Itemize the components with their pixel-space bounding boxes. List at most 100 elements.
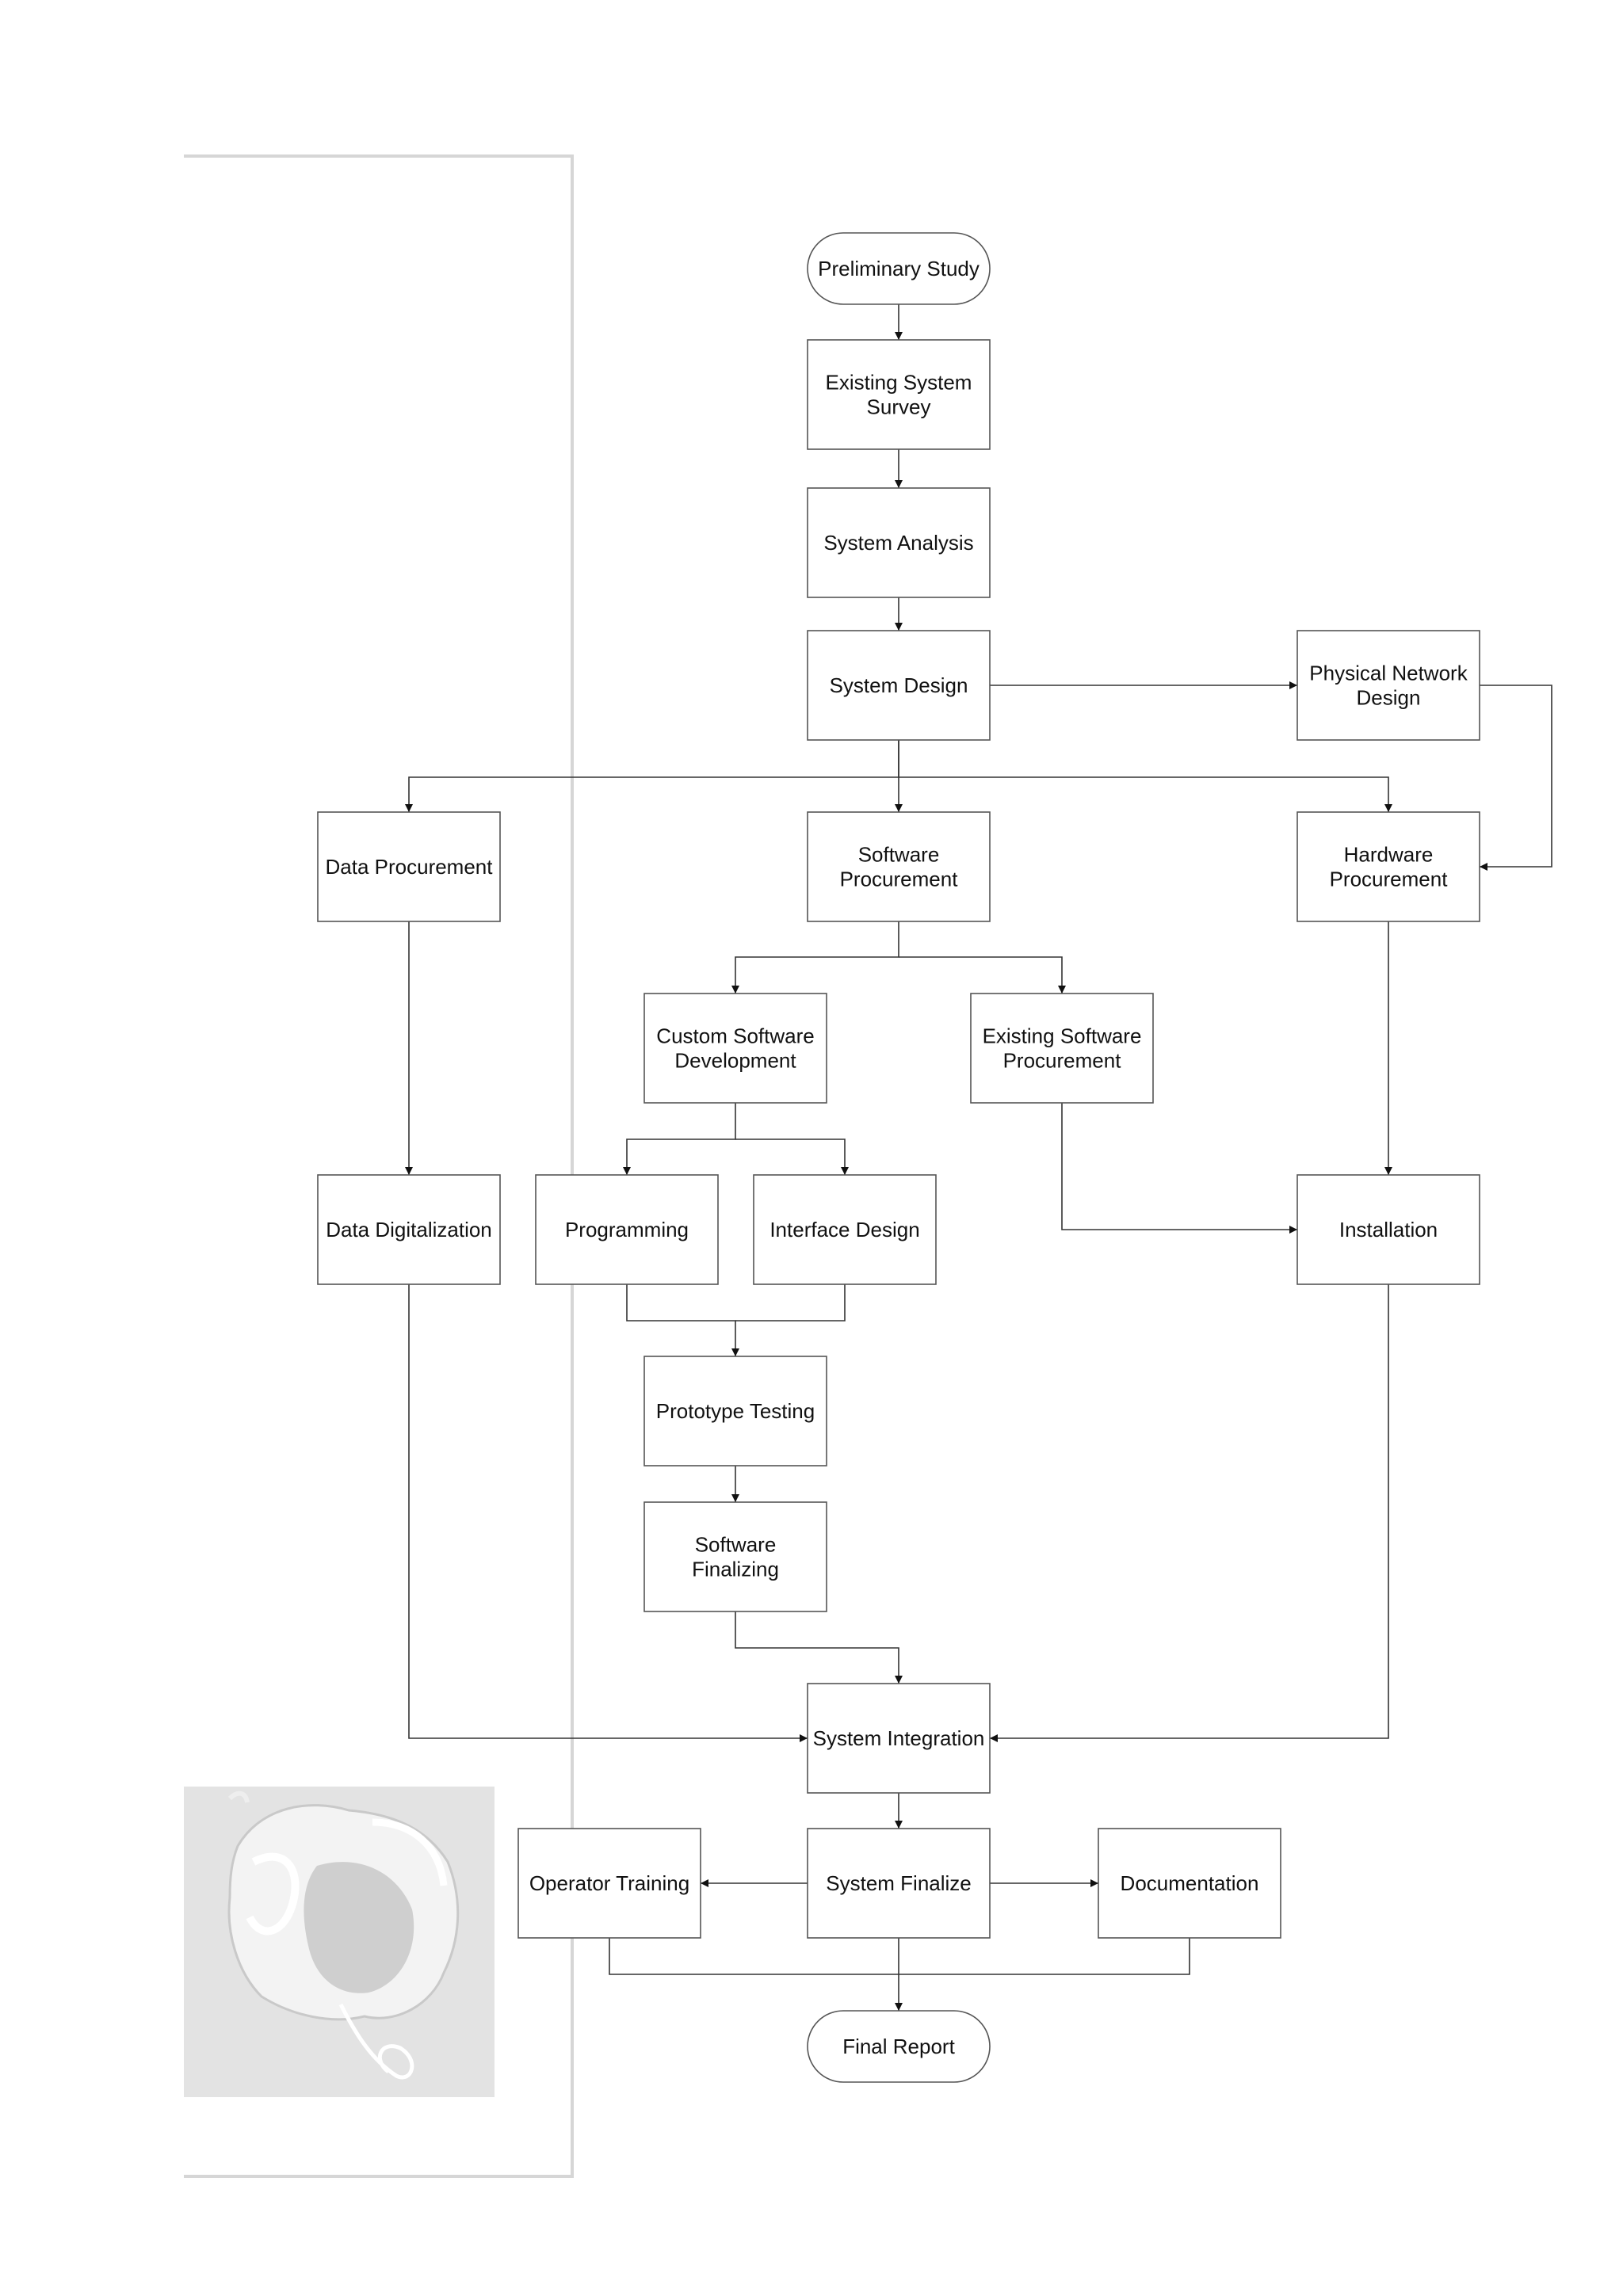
process-box: [535, 1174, 719, 1285]
node-label-line: Preliminary Study: [818, 257, 980, 280]
node-label-line: Documentation: [1121, 1871, 1259, 1895]
process-box: [1296, 630, 1480, 741]
node-label-line: Procurement: [1003, 1049, 1122, 1073]
process-box: [517, 1828, 701, 1939]
edge-system-design-to-hardware-procurement: [899, 776, 1392, 812]
node-label: System Finalize: [826, 1871, 972, 1895]
node-label: System Analysis: [823, 531, 973, 555]
node-system-integration: System Integration: [807, 1683, 991, 1794]
process-box: [643, 1501, 827, 1612]
node-label: System Integration: [813, 1726, 985, 1750]
node-operator-training: Operator Training: [517, 1828, 701, 1939]
node-label-line: Software: [695, 1533, 777, 1557]
edge-existing-software-procurement-to-installation: [1061, 1103, 1297, 1234]
edge-custom-software-development-to-programming: [623, 1103, 736, 1175]
process-box: [807, 487, 991, 598]
node-label: Operator Training: [529, 1871, 689, 1895]
node-label-line: Installation: [1339, 1218, 1438, 1241]
edges-layer: [405, 304, 1552, 2011]
node-label: Data Digitalization: [326, 1218, 492, 1241]
node-preliminary-study: Preliminary Study: [807, 232, 991, 305]
node-label-line: Existing System: [826, 371, 972, 395]
edge-software-finalizing-to-system-integration: [735, 1611, 903, 1684]
node-label: Final Report: [842, 2035, 955, 2058]
process-box: [970, 993, 1154, 1104]
node-label-line: Procurement: [840, 868, 959, 891]
node-system-analysis: System Analysis: [807, 487, 991, 598]
decorative-frame: [184, 154, 574, 2178]
process-box: [317, 811, 501, 922]
node-label-line: Programming: [565, 1218, 689, 1241]
edge-programming-to-prototype-testing: [626, 1284, 739, 1356]
node-label-line: Prototype Testing: [656, 1399, 815, 1423]
node-documentation: Documentation: [1098, 1828, 1281, 1939]
node-label-line: System Analysis: [823, 531, 973, 555]
node-label: Interface Design: [769, 1218, 919, 1241]
node-label-line: Design: [1357, 686, 1421, 710]
node-final-report: Final Report: [807, 2010, 991, 2083]
node-label-line: Data Procurement: [326, 855, 494, 879]
node-label-line: Data Digitalization: [326, 1218, 492, 1241]
edge-documentation-to-final-report: [899, 1938, 1190, 1975]
process-box: [807, 630, 991, 741]
process-box: [807, 339, 991, 450]
process-box: [753, 1174, 937, 1285]
terminal-shape: [807, 232, 991, 305]
node-data-digitalization: Data Digitalization: [317, 1174, 501, 1285]
node-label: System Design: [830, 673, 968, 697]
node-programming: Programming: [535, 1174, 719, 1285]
node-label: Installation: [1339, 1218, 1438, 1241]
node-label-line: Existing Software: [983, 1024, 1142, 1048]
node-data-procurement: Data Procurement: [317, 811, 501, 922]
node-label-line: Interface Design: [769, 1218, 919, 1241]
edge-interface-design-to-prototype-testing: [735, 1284, 846, 1322]
node-label-line: Custom Software: [656, 1024, 814, 1048]
node-label: Programming: [565, 1218, 689, 1241]
node-label-line: Physical Network: [1309, 662, 1468, 685]
node-label: Data Procurement: [326, 855, 494, 879]
node-interface-design: Interface Design: [753, 1174, 937, 1285]
decorative-photo: [184, 1787, 495, 2097]
node-label-line: System Design: [830, 673, 968, 697]
node-label-line: Procurement: [1330, 868, 1449, 891]
crumpled-paper-bag-image: [227, 1791, 460, 2080]
edge-physical-network-design-to-hardware-procurement: [1480, 685, 1552, 871]
process-box: [807, 1683, 991, 1794]
process-box: [1296, 811, 1480, 922]
node-label-line: Operator Training: [529, 1871, 689, 1895]
node-label-line: Software: [858, 843, 940, 867]
edge-software-procurement-to-custom-software-development: [731, 921, 899, 994]
edge-software-procurement-to-existing-software-procurement: [899, 956, 1066, 994]
process-box: [807, 811, 991, 922]
process-box: [317, 1174, 501, 1285]
node-label: Documentation: [1121, 1871, 1259, 1895]
node-label-line: Finalizing: [692, 1558, 779, 1581]
node-system-design: System Design: [807, 630, 991, 741]
edge-data-digitalization-to-system-integration: [408, 1284, 808, 1742]
node-label-line: System Integration: [813, 1726, 985, 1750]
node-label-line: Final Report: [842, 2035, 955, 2058]
node-label: Preliminary Study: [818, 257, 980, 280]
edge-installation-to-system-integration: [990, 1284, 1389, 1742]
edge-custom-software-development-to-interface-design: [735, 1138, 849, 1175]
process-box: [643, 993, 827, 1104]
node-system-finalize: System Finalize: [807, 1828, 991, 1939]
process-box: [1296, 1174, 1480, 1285]
node-installation: Installation: [1296, 1174, 1480, 1285]
node-label: Prototype Testing: [656, 1399, 815, 1423]
node-label-line: System Finalize: [826, 1871, 972, 1895]
